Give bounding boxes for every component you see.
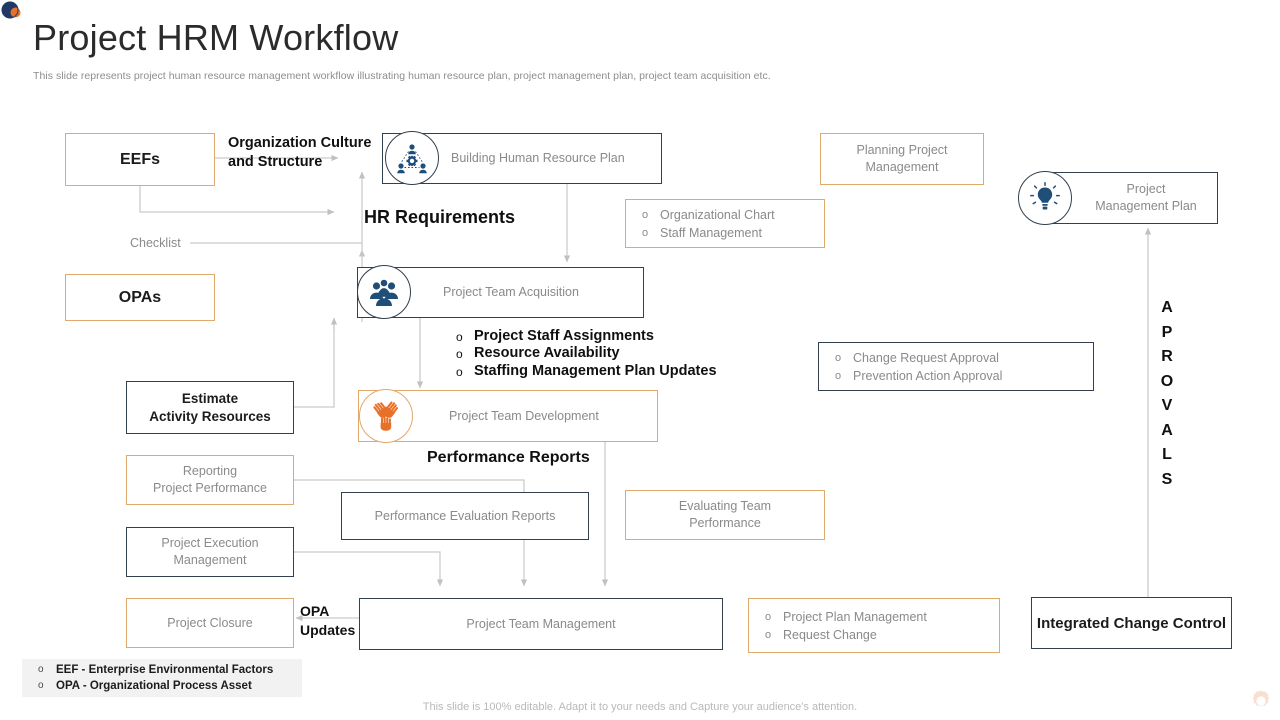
node-evaluating-team-performance-label: Evaluating Team Performance <box>678 499 772 530</box>
node-planning-project-management-label: Planning Project Management <box>856 143 948 174</box>
aprovals-letter: A <box>1161 421 1173 439</box>
list-change-approvals: Change Request Approval Prevention Actio… <box>818 342 1094 391</box>
page-title: Project HRM Workflow <box>33 17 399 58</box>
node-project-execution-management[interactable]: Project Execution Management <box>126 527 294 577</box>
node-evaluating-team-performance[interactable]: Evaluating Team Performance <box>625 490 825 540</box>
node-project-execution-management-label: Project Execution Management <box>161 536 259 567</box>
list-item: Project Staff Assignments <box>454 328 726 346</box>
list-acquisition-outputs: Project Staff Assignments Resource Avail… <box>440 326 740 382</box>
aprovals-letter: L <box>1162 446 1172 463</box>
node-project-closure[interactable]: Project Closure <box>126 598 294 648</box>
circle-logo-icon <box>1 1 21 19</box>
node-project-closure-label: Project Closure <box>167 615 253 630</box>
legend-box: EEF - Enterprise Environmental Factors O… <box>22 659 302 697</box>
node-eefs-label: EEFs <box>119 150 160 168</box>
page-subtitle: This slide represents project human reso… <box>33 70 771 82</box>
node-building-hr-plan-label: Building Human Resource Plan <box>451 151 625 165</box>
node-project-management-plan[interactable]: Project Management Plan <box>1046 172 1218 224</box>
list-item: Project Plan Management <box>763 608 985 626</box>
list-item: Organizational Chart <box>640 206 810 224</box>
list-hr-plan-outputs: Organizational Chart Staff Management <box>625 199 825 248</box>
flow-label-performance-reports: Performance Reports <box>427 449 590 466</box>
lightbulb-icon <box>1018 171 1072 225</box>
legend-list: EEF - Enterprise Environmental Factors O… <box>36 662 288 694</box>
footer-note: This slide is 100% editable. Adapt it to… <box>422 701 858 713</box>
list-item: Staff Management <box>640 224 810 242</box>
list-item: EEF - Enterprise Environmental Factors <box>36 662 288 678</box>
list-plan-change: Project Plan Management Request Change <box>748 598 1000 653</box>
three-hands-icon <box>359 389 413 443</box>
list-item: Change Request Approval <box>833 349 1079 367</box>
node-project-team-management-label: Project Team Management <box>466 616 616 631</box>
node-project-team-development-label: Project Team Development <box>449 408 599 423</box>
gear-icon <box>1253 690 1269 707</box>
list-item: Staffing Management Plan Updates <box>454 363 726 381</box>
acquisition-outputs-list: Project Staff Assignments Resource Avail… <box>454 328 726 381</box>
aprovals-letter: P <box>1161 323 1173 341</box>
node-project-team-management[interactable]: Project Team Management <box>359 598 723 650</box>
plan-change-list: Project Plan Management Request Change <box>763 608 985 644</box>
hr-structure-icon <box>385 131 439 185</box>
node-integrated-change-control[interactable]: Integrated Change Control <box>1031 597 1232 649</box>
node-project-team-acquisition-label: Project Team Acquisition <box>443 285 579 299</box>
node-reporting-project-performance-label: Reporting Project Performance <box>153 464 267 495</box>
node-project-management-plan-label: Project Management Plan <box>1095 182 1197 213</box>
aprovals-letter: O <box>1160 372 1174 390</box>
list-item: Request Change <box>763 626 985 644</box>
node-reporting-project-performance[interactable]: Reporting Project Performance <box>126 455 294 505</box>
hr-plan-outputs-list: Organizational Chart Staff Management <box>640 206 810 242</box>
node-estimate-activity-resources-label: Estimate Activity Resources <box>149 390 271 424</box>
list-item: OPA - Organizational Process Asset <box>36 678 288 694</box>
node-opas[interactable]: OPAs <box>65 274 215 321</box>
node-eefs[interactable]: EEFs <box>65 133 215 186</box>
aprovals-letter: R <box>1161 348 1173 365</box>
node-integrated-change-control-label: Integrated Change Control <box>1036 614 1227 632</box>
node-performance-evaluation-reports-label: Performance Evaluation Reports <box>374 508 556 523</box>
node-opas-label: OPAs <box>118 288 162 306</box>
change-approvals-list: Change Request Approval Prevention Actio… <box>833 349 1079 385</box>
people-group-icon <box>357 265 411 319</box>
flow-label-hr-requirements: HR Requirements <box>364 207 516 227</box>
flow-label-opa-updates: OPA Updates <box>300 603 356 638</box>
list-item: Prevention Action Approval <box>833 367 1079 385</box>
aprovals-letter: A <box>1161 299 1173 316</box>
flow-label-checklist: Checklist <box>130 236 181 250</box>
flow-label-organization-culture: Organization Culture and Structure <box>228 135 372 170</box>
list-item: Resource Availability <box>454 345 726 363</box>
node-planning-project-management[interactable]: Planning Project Management <box>820 133 984 185</box>
aprovals-letter: S <box>1161 470 1173 488</box>
node-performance-evaluation-reports[interactable]: Performance Evaluation Reports <box>341 492 589 540</box>
aprovals-letter: V <box>1161 397 1173 414</box>
flow-label-aprovals: A P R O V A L S <box>1155 296 1179 492</box>
node-estimate-activity-resources[interactable]: Estimate Activity Resources <box>126 381 294 434</box>
